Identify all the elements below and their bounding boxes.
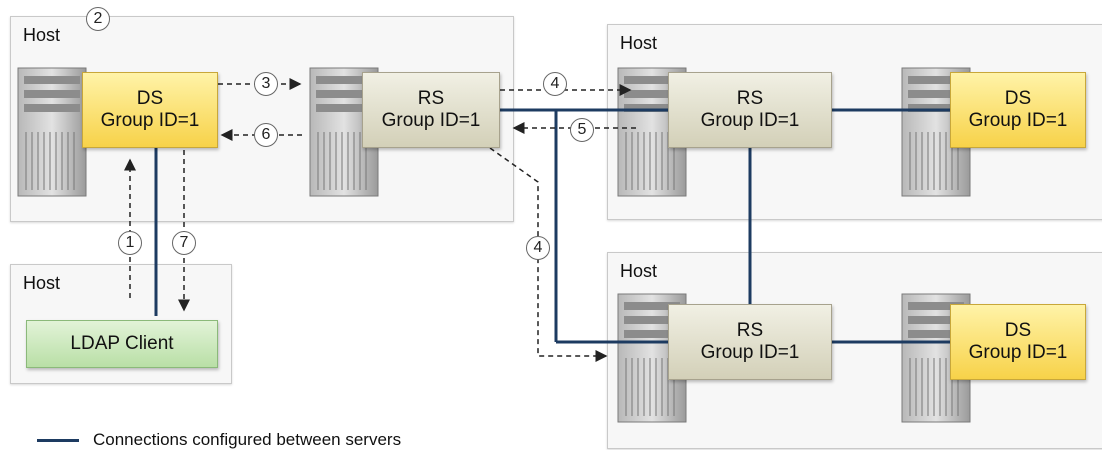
server-type: DS bbox=[1004, 88, 1032, 109]
step-badge-3: 3 bbox=[254, 72, 278, 96]
host-label: Host bbox=[23, 273, 61, 293]
step-badge-4: 4 bbox=[543, 72, 567, 96]
client-label: LDAP Client bbox=[70, 333, 174, 354]
group-id: Group ID=1 bbox=[700, 110, 800, 131]
server-type: RS bbox=[417, 88, 445, 109]
server-type: RS bbox=[736, 320, 764, 341]
group-id: Group ID=1 bbox=[968, 110, 1068, 131]
server-type: DS bbox=[136, 88, 164, 109]
step-badge-7: 7 bbox=[172, 231, 196, 255]
ldap-client[interactable]: LDAP Client bbox=[26, 320, 218, 368]
legend: Connections configured between servers bbox=[37, 430, 401, 450]
rs-server-top[interactable]: RS Group ID=1 bbox=[668, 72, 832, 148]
legend-text: Connections configured between servers bbox=[93, 430, 402, 449]
rs-server-bottom[interactable]: RS Group ID=1 bbox=[668, 304, 832, 380]
step-badge-6: 6 bbox=[254, 123, 278, 147]
step-badge-4: 4 bbox=[526, 236, 550, 260]
group-id: Group ID=1 bbox=[381, 110, 481, 131]
group-id: Group ID=1 bbox=[968, 342, 1068, 363]
step-badge-5: 5 bbox=[570, 118, 594, 142]
group-id: Group ID=1 bbox=[700, 342, 800, 363]
legend-line-icon bbox=[37, 438, 79, 442]
server-type: DS bbox=[1004, 320, 1032, 341]
step-badge-1: 1 bbox=[118, 231, 142, 255]
rs-server-main[interactable]: RS Group ID=1 bbox=[362, 72, 500, 148]
server-tower-icon bbox=[12, 62, 96, 202]
host-label: Host bbox=[620, 261, 658, 281]
host-label: Host bbox=[23, 25, 61, 45]
host-label: Host bbox=[620, 33, 658, 53]
ds-server-main[interactable]: DS Group ID=1 bbox=[82, 72, 218, 148]
step-badge-2: 2 bbox=[86, 7, 110, 31]
group-id: Group ID=1 bbox=[100, 110, 200, 131]
server-type: RS bbox=[736, 88, 764, 109]
ds-server-top[interactable]: DS Group ID=1 bbox=[950, 72, 1086, 148]
ds-server-bottom[interactable]: DS Group ID=1 bbox=[950, 304, 1086, 380]
